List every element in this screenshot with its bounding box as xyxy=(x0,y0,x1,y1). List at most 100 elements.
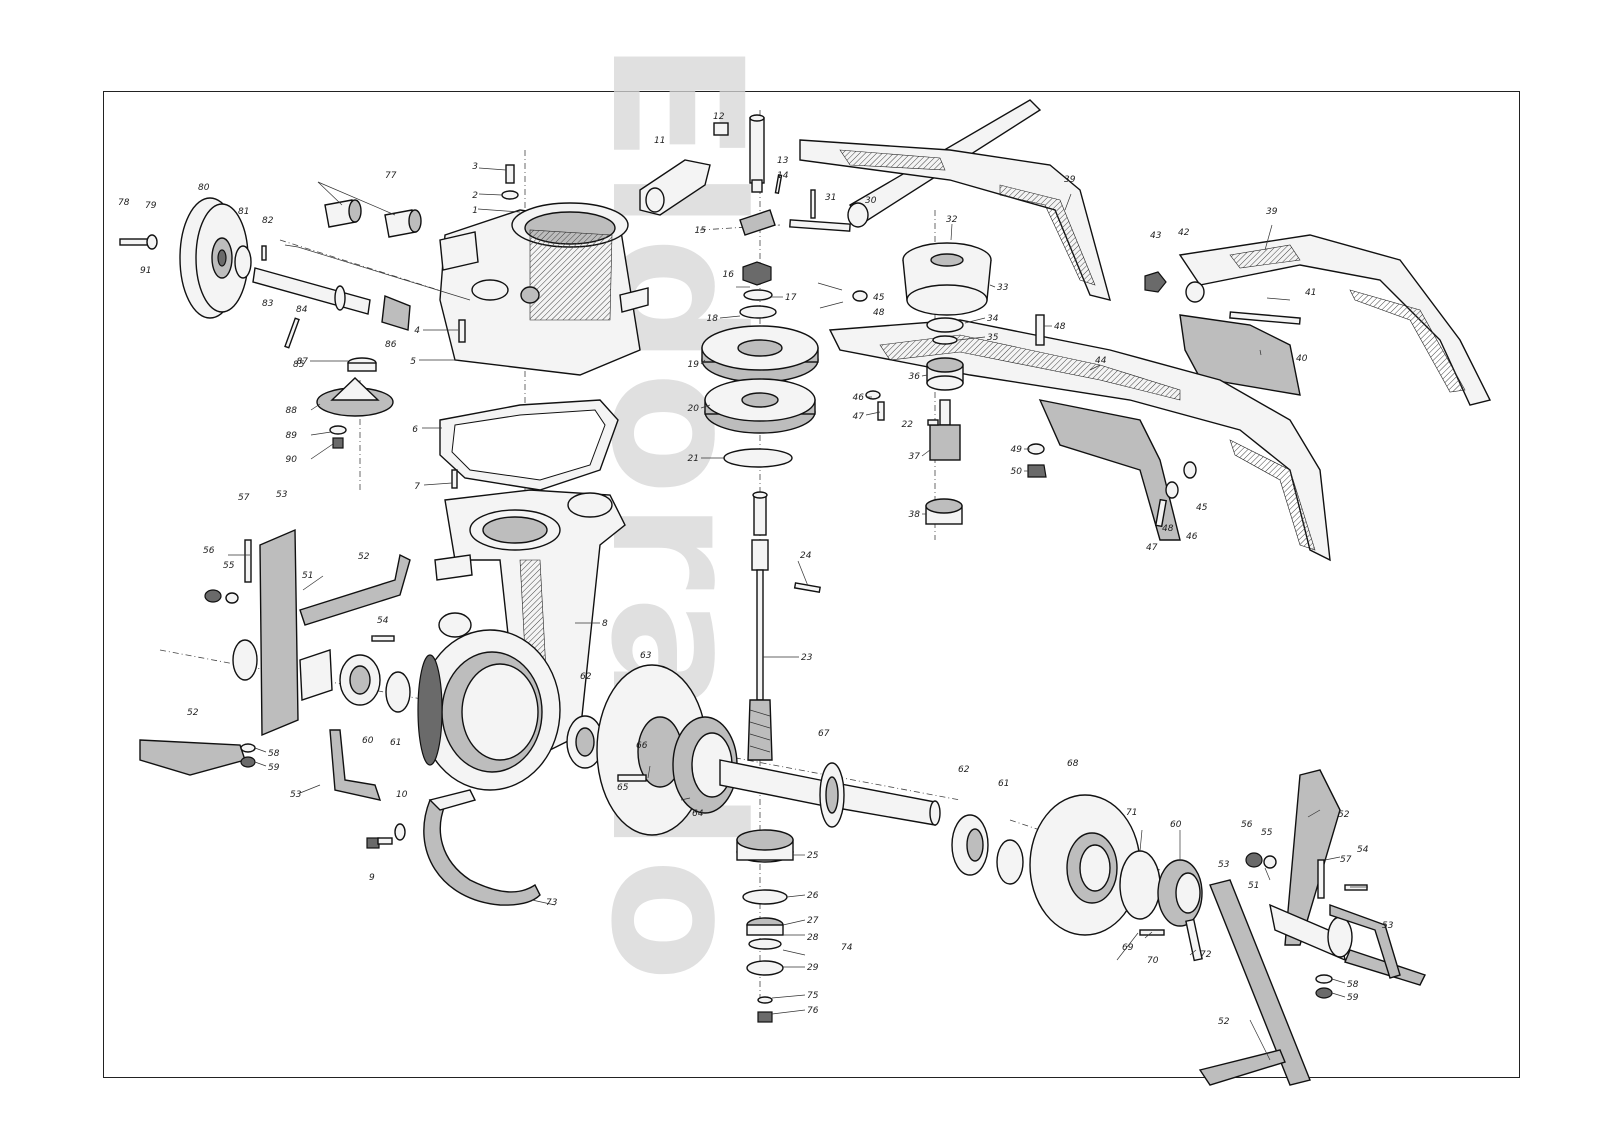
label-5: 5 xyxy=(410,357,416,367)
vertical-shaft xyxy=(747,491,821,761)
label-70: 70 xyxy=(1147,956,1159,966)
label-51-right: 51 xyxy=(1248,881,1259,891)
washer-49 xyxy=(1027,443,1045,455)
pin-14 xyxy=(774,174,783,195)
label-27: 27 xyxy=(807,916,819,926)
label-83: 83 xyxy=(262,299,274,309)
label-13: 13 xyxy=(777,156,789,166)
input-shaft xyxy=(252,245,411,349)
label-36: 36 xyxy=(909,372,921,382)
nut-43 xyxy=(1144,271,1167,293)
label-48-top: 48 xyxy=(873,308,885,318)
label-85: 85 xyxy=(293,360,305,370)
seal-61 xyxy=(996,839,1024,885)
drive-pulley xyxy=(119,197,252,319)
label-37: 37 xyxy=(909,452,921,462)
label-15: 15 xyxy=(695,226,707,236)
label-8: 8 xyxy=(602,619,608,629)
plate-40 xyxy=(1179,314,1301,396)
label-19: 19 xyxy=(688,360,700,370)
label-75: 75 xyxy=(807,991,819,1001)
label-26: 26 xyxy=(807,891,819,901)
label-49: 49 xyxy=(1011,445,1023,455)
washer-17 xyxy=(743,289,773,301)
part-labels: 2 3 1 4 5 6 7 8 9 10 11 12 13 14 15 16 1… xyxy=(118,112,1394,1027)
bolt-9 xyxy=(366,823,406,849)
label-3: 3 xyxy=(472,162,478,172)
label-45-top: 45 xyxy=(873,293,885,303)
label-44: 44 xyxy=(1095,356,1107,366)
label-89: 89 xyxy=(286,431,298,441)
label-28: 28 xyxy=(807,933,819,943)
bolts-45-46-47-48-bottom xyxy=(852,290,1197,528)
label-21: 21 xyxy=(688,454,699,464)
nut-50 xyxy=(1027,464,1047,478)
pin-22 xyxy=(927,419,939,426)
side-housing xyxy=(417,629,561,791)
label-31: 31 xyxy=(825,193,836,203)
bolt-65 xyxy=(617,774,647,782)
circlip-21 xyxy=(723,448,793,468)
label-90: 90 xyxy=(286,455,298,465)
label-82: 82 xyxy=(262,216,274,226)
label-30: 30 xyxy=(865,196,877,206)
label-29: 29 xyxy=(807,963,819,973)
fender-39-right xyxy=(1178,234,1492,406)
label-33: 33 xyxy=(997,283,1009,293)
clamp xyxy=(423,789,541,906)
bolt-41 xyxy=(1229,311,1301,325)
label-73: 73 xyxy=(546,898,558,908)
nut-16 xyxy=(742,261,772,286)
label-57-left: 57 xyxy=(238,493,250,503)
label-86: 86 xyxy=(385,340,397,350)
top-bolts xyxy=(458,164,519,343)
label-11: 11 xyxy=(654,136,665,146)
label-67: 67 xyxy=(818,729,830,739)
label-64: 64 xyxy=(692,809,704,819)
label-17: 17 xyxy=(785,293,797,303)
label-76: 76 xyxy=(807,1006,819,1016)
label-77: 77 xyxy=(385,171,397,181)
label-48-mid: 48 xyxy=(1054,322,1066,332)
label-2: 2 xyxy=(472,191,478,201)
label-52-top-left: 52 xyxy=(358,552,370,562)
bearing-36 xyxy=(926,357,964,391)
label-72: 72 xyxy=(1200,950,1212,960)
label-53-left-bottom: 53 xyxy=(290,790,302,800)
label-18: 18 xyxy=(707,314,719,324)
key-15 xyxy=(739,209,776,236)
bolt-70 xyxy=(1139,929,1165,936)
fender-39-left xyxy=(799,139,1111,301)
hub-60 xyxy=(1157,859,1203,927)
label-58-left: 58 xyxy=(268,749,280,759)
label-68: 68 xyxy=(1067,759,1079,769)
label-52-right-bottom: 52 xyxy=(1218,1017,1230,1027)
pin-13 xyxy=(749,114,765,193)
label-60-left: 60 xyxy=(362,736,374,746)
label-62-left: 62 xyxy=(580,672,592,682)
label-47-top: 47 xyxy=(853,412,865,422)
label-1: 1 xyxy=(472,206,478,216)
label-61-left: 61 xyxy=(390,738,401,748)
bearing-62-right xyxy=(951,814,989,876)
gear-19 xyxy=(701,325,819,383)
label-22: 22 xyxy=(902,420,914,430)
label-52-left: 52 xyxy=(187,708,199,718)
label-39-left: 39 xyxy=(1064,175,1076,185)
label-79: 79 xyxy=(145,201,157,211)
flange-68 xyxy=(1029,794,1141,936)
label-24: 24 xyxy=(800,551,812,561)
label-4: 4 xyxy=(414,326,420,336)
fender-44 xyxy=(828,319,1331,562)
label-57-right: 57 xyxy=(1340,855,1352,865)
washer-46 xyxy=(865,390,881,400)
label-10: 10 xyxy=(396,790,408,800)
ring-71 xyxy=(1119,850,1161,920)
ring-18 xyxy=(739,305,777,319)
label-38: 38 xyxy=(909,510,921,520)
label-69: 69 xyxy=(1122,943,1134,953)
label-87: 87 xyxy=(297,357,309,367)
label-54-left: 54 xyxy=(377,616,389,626)
label-80: 80 xyxy=(198,183,210,193)
